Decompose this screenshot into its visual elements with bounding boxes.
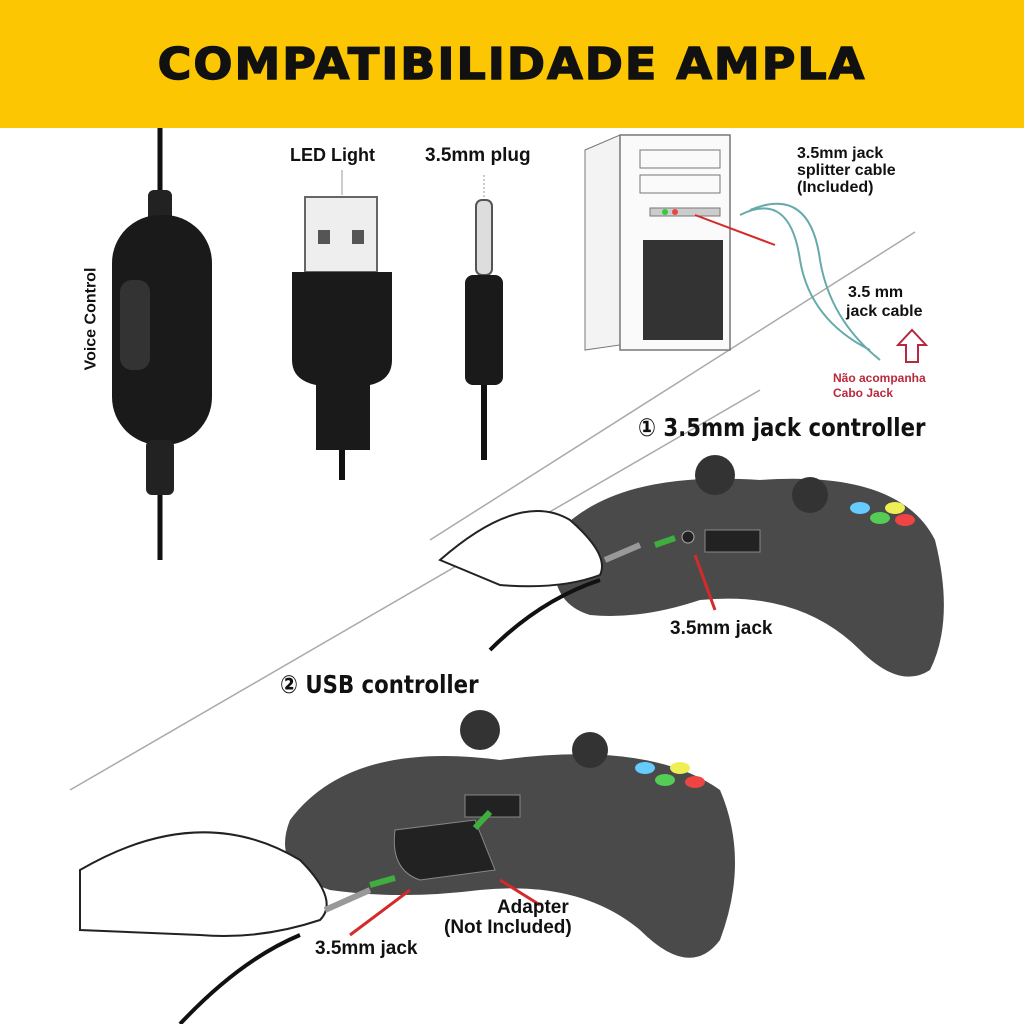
title-banner: COMPATIBILIDADE AMPLA xyxy=(0,0,1024,128)
controller-2 xyxy=(79,710,735,1024)
red-arrow-icon xyxy=(693,554,717,611)
voice-control-cable xyxy=(112,128,212,560)
jack-cable-label: 3.5 mm jack cable xyxy=(846,283,923,321)
note-line: Não acompanha xyxy=(833,371,926,385)
jack-cable-line: jack cable xyxy=(846,303,923,320)
step1-heading: ① 3.5mm jack controller xyxy=(638,413,926,442)
divider-line xyxy=(69,389,761,791)
led-light-label: LED Light xyxy=(290,145,375,165)
adapter xyxy=(393,819,496,881)
pc-tower xyxy=(584,134,929,363)
note-line: Cabo Jack xyxy=(833,386,894,400)
banner-title: COMPATIBILIDADE AMPLA xyxy=(157,38,867,91)
plug-label: 3.5mm plug xyxy=(425,145,531,166)
adapter-label: Adapter (Not Included) xyxy=(444,898,572,938)
step1-jack-label: 3.5mm jack xyxy=(670,618,773,639)
splitter-line: splitter cable xyxy=(797,162,896,179)
jack-cable-line: 3.5 mm xyxy=(848,284,904,301)
splitter-line: (Included) xyxy=(797,179,874,196)
splitter-line: 3.5mm jack xyxy=(797,145,884,162)
not-included-note: Não acompanha Cabo Jack xyxy=(833,371,926,401)
up-arrow-icon xyxy=(895,328,929,363)
hand-1 xyxy=(438,510,603,588)
hand-2 xyxy=(79,831,328,937)
audio-plug xyxy=(465,175,503,460)
adapter-line: (Not Included) xyxy=(444,917,572,938)
step2-jack-label: 3.5mm jack xyxy=(315,938,418,959)
adapter-line: Adapter xyxy=(496,897,569,918)
voice-control-label: Voice Control xyxy=(82,267,100,371)
controller-1 xyxy=(438,455,944,677)
green-arrow-icon xyxy=(654,535,676,548)
divider-line xyxy=(429,231,916,541)
step2-heading: ② USB controller xyxy=(280,670,479,699)
usb-plug xyxy=(292,170,392,480)
splitter-label: 3.5mm jack splitter cable (Included) xyxy=(797,145,896,196)
